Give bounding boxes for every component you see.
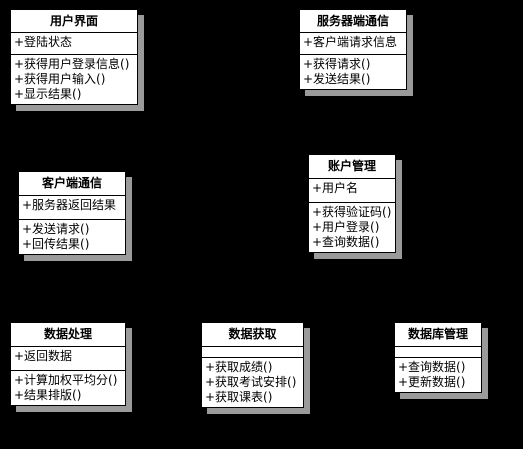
class-method: +获得用户输入() xyxy=(14,72,106,86)
class-name: 数据库管理 xyxy=(395,323,481,347)
class-method: +更新数据() xyxy=(398,375,466,389)
class-box-fetch: 数据获取 +获取成绩() +获取考试安排() +获取课表() xyxy=(201,322,304,408)
class-attributes xyxy=(395,347,481,358)
class-name: 服务器端通信 xyxy=(300,10,406,33)
class-methods: +查询数据() +更新数据() xyxy=(395,358,481,392)
class-attributes: +客户端请求信息 xyxy=(300,33,406,55)
class-name: 数据处理 xyxy=(11,323,125,347)
class-method: +获得请求() xyxy=(303,57,371,71)
class-method: +获得用户登录信息() xyxy=(14,57,130,71)
class-methods: +获得用户登录信息() +获得用户输入() +显示结果() xyxy=(11,55,137,104)
class-method: +获取课表() xyxy=(205,390,273,404)
class-box-account: 账户管理 +用户名 +获得验证码() +用户登录() +查询数据() xyxy=(308,154,396,253)
class-method: +显示结果() xyxy=(14,87,82,101)
class-attributes: +返回数据 xyxy=(11,347,125,371)
class-attributes xyxy=(202,347,303,358)
class-attribute: +客户端请求信息 xyxy=(303,35,398,49)
class-attribute: +登陆状态 xyxy=(14,35,73,49)
class-attribute: +服务器返回结果 xyxy=(22,198,117,212)
class-attributes: +服务器返回结果 xyxy=(19,196,125,220)
class-method: +发送结果() xyxy=(303,72,371,86)
class-attributes: +用户名 xyxy=(309,179,395,203)
class-methods: +计算加权平均分() +结果排版() xyxy=(11,371,125,405)
class-box-db: 数据库管理 +查询数据() +更新数据() xyxy=(394,322,482,393)
class-method: +获取考试安排() xyxy=(205,375,297,389)
class-methods: +获得请求() +发送结果() xyxy=(300,55,406,89)
class-method: +查询数据() xyxy=(312,235,380,249)
class-method: +发送请求() xyxy=(22,222,90,236)
class-name: 用户界面 xyxy=(11,10,137,33)
class-methods: +获取成绩() +获取考试安排() +获取课表() xyxy=(202,358,303,407)
class-box-ui: 用户界面 +登陆状态 +获得用户登录信息() +获得用户输入() +显示结果() xyxy=(10,9,138,105)
class-methods: +获得验证码() +用户登录() +查询数据() xyxy=(309,203,395,252)
class-box-server: 服务器端通信 +客户端请求信息 +获得请求() +发送结果() xyxy=(299,9,407,90)
class-method: +结果排版() xyxy=(14,388,82,402)
class-box-client: 客户端通信 +服务器返回结果 +发送请求() +回传结果() xyxy=(18,171,126,255)
class-name: 账户管理 xyxy=(309,155,395,179)
class-name: 客户端通信 xyxy=(19,172,125,196)
class-attributes: +登陆状态 xyxy=(11,33,137,55)
class-method: +获得验证码() xyxy=(312,205,392,219)
class-method: +计算加权平均分() xyxy=(14,373,118,387)
class-method: +用户登录() xyxy=(312,220,380,234)
class-method: +回传结果() xyxy=(22,237,90,251)
class-method: +获取成绩() xyxy=(205,360,273,374)
class-method: +查询数据() xyxy=(398,360,466,374)
class-attribute: +返回数据 xyxy=(14,349,73,363)
class-attribute: +用户名 xyxy=(312,181,359,195)
class-box-proc: 数据处理 +返回数据 +计算加权平均分() +结果排版() xyxy=(10,322,126,406)
class-methods: +发送请求() +回传结果() xyxy=(19,220,125,254)
class-name: 数据获取 xyxy=(202,323,303,347)
